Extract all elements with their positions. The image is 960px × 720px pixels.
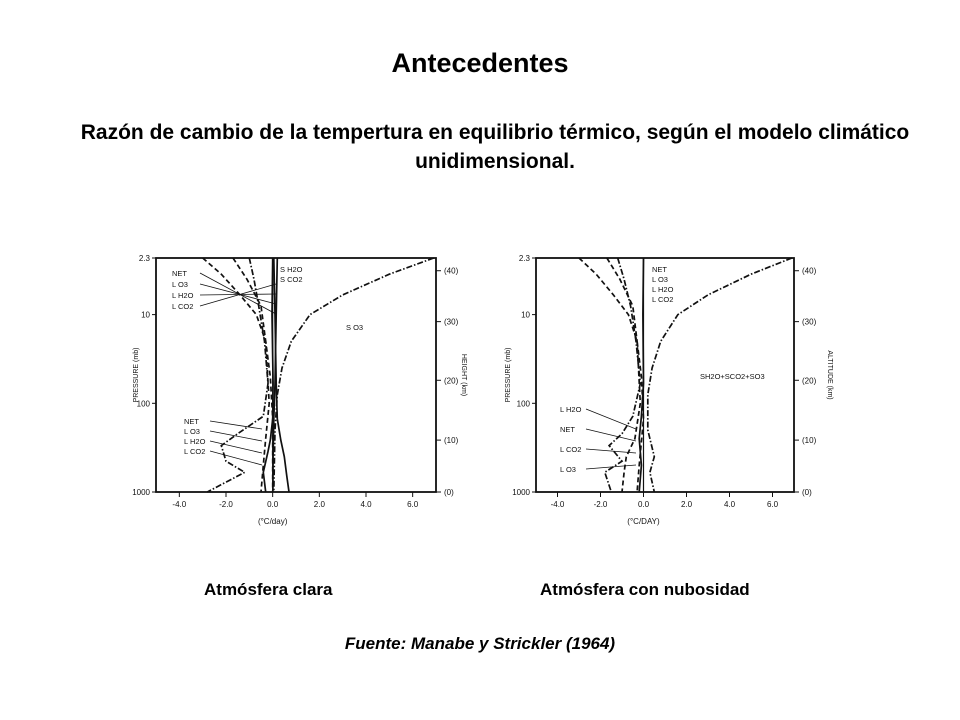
x-tick-label: 4.0 (724, 500, 736, 509)
series-annotation: L O3 (560, 465, 576, 474)
series-annotation: L O3 (652, 275, 668, 284)
chart-cloudy-sky: -4.0 -2.0 0.0 2.0 4.0 6.0 (°C/DAY) 2.3 10 100 1000… (505, 254, 833, 526)
y2-tick-label: (10) (802, 436, 817, 445)
series-annotation: L H2O (652, 285, 674, 294)
x-tick-label: -4.0 (551, 500, 565, 509)
x-tick-label: -2.0 (219, 500, 233, 509)
x-tick-label: 0.0 (267, 500, 279, 509)
leader-line (199, 283, 277, 307)
y2-tick-label: (40) (802, 267, 817, 276)
series-l-h2o (603, 257, 642, 493)
leader-line (585, 464, 637, 470)
y-tick-label: 100 (517, 399, 531, 408)
series-l-h2o (206, 257, 269, 493)
y2-tick-label: (40) (444, 267, 459, 276)
y-tick-label: 1000 (512, 488, 530, 497)
leader-line (209, 440, 263, 454)
y-tick-label: 10 (521, 311, 530, 320)
x-tick-label: 6.0 (767, 500, 779, 509)
leader-line (585, 408, 637, 430)
series-annotation: NET (560, 425, 575, 434)
x-tick-label: -2.0 (594, 500, 608, 509)
x-tick-label: 6.0 (407, 500, 419, 509)
y2-axis-label: ALTITUDE (km) (826, 350, 833, 399)
source-citation: Fuente: Manabe y Strickler (1964) (344, 634, 616, 653)
y-tick-label: 1000 (132, 488, 150, 497)
series-net (262, 257, 274, 493)
series-annotation: S CO2 (280, 275, 303, 284)
y2-tick-label: (0) (444, 488, 454, 497)
series-s-o3 (272, 257, 434, 493)
leader-line (209, 420, 263, 430)
series-annotation: L H2O (172, 291, 194, 300)
y-axis-label: PRESSURE (mb) (133, 348, 140, 403)
series-annotation: L CO2 (184, 447, 205, 456)
y-axis-label: PRESSURE (mb) (505, 348, 512, 403)
series-annotation: S H2O (280, 265, 303, 274)
leader-line (209, 450, 263, 466)
y2-tick-label: (30) (444, 318, 459, 327)
series-annotation: NET (184, 417, 199, 426)
x-axis-label: (°C/day) (258, 517, 288, 526)
y2-tick-label: (30) (802, 318, 817, 327)
leader-line (585, 448, 637, 454)
series-net (638, 257, 645, 493)
y2-tick-label: (0) (802, 488, 812, 497)
y2-tick-label: (20) (802, 376, 817, 385)
series-annotation: NET (652, 265, 667, 274)
series-annotation: L H2O (560, 405, 582, 414)
plot-frame (535, 257, 795, 493)
plot-frame (155, 257, 437, 493)
y-tick-label: 10 (141, 311, 150, 320)
y2-axis-label: HEIGHT (km) (460, 354, 467, 396)
y-tick-label: 2.3 (519, 254, 531, 263)
leader-line (199, 293, 277, 296)
x-axis-label: (°C/DAY) (627, 517, 660, 526)
page-subtitle: Razón de cambio de la tempertura en equi… (80, 121, 910, 173)
series-annotation: L CO2 (652, 295, 673, 304)
leader-line (209, 430, 263, 442)
series-annotation: L CO2 (172, 302, 193, 311)
chart-clear-sky: -4.0 -2.0 0.0 2.0 4.0 6.0 (°C/day) 2.3 10 100 1000… (132, 254, 467, 526)
leader-line (585, 428, 637, 442)
series-l-co2 (606, 257, 642, 493)
series-annotation: SH2O+SCO2+SO3 (700, 372, 765, 381)
series-annotation: L CO2 (560, 445, 581, 454)
leader-line (199, 283, 277, 305)
x-tick-label: 2.0 (681, 500, 693, 509)
series-annotation: S O3 (346, 323, 363, 332)
series-l-o3 (578, 257, 645, 493)
y-tick-label: 2.3 (139, 254, 151, 263)
series-annotation: L O3 (184, 427, 200, 436)
series-annotation: L O3 (172, 280, 188, 289)
series-annotation: NET (172, 269, 187, 278)
leader-line (199, 272, 277, 315)
x-tick-label: -4.0 (172, 500, 186, 509)
caption-clear-sky: Atmósfera clara (204, 580, 333, 599)
series-l-co2 (232, 257, 271, 493)
y2-tick-label: (10) (444, 436, 459, 445)
x-tick-label: 4.0 (360, 500, 372, 509)
page-title: Antecedentes (391, 48, 569, 78)
caption-cloudy-sky: Atmósfera con nubosidad (540, 580, 750, 599)
series-sh2o-sco2-so3 (646, 257, 793, 493)
series-annotation: L H2O (184, 437, 206, 446)
y2-tick-label: (20) (444, 376, 459, 385)
series-l-o3 (202, 257, 274, 492)
y-tick-label: 100 (137, 399, 151, 408)
x-tick-label: 0.0 (638, 500, 650, 509)
x-tick-label: 2.0 (314, 500, 326, 509)
